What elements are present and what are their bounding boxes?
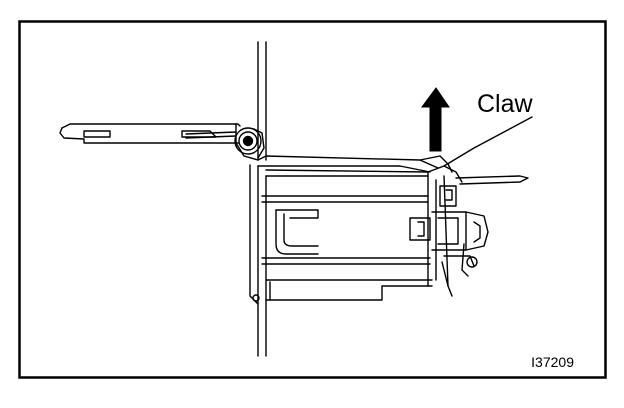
figure-frame — [18, 20, 607, 379]
claw-leader-line — [443, 116, 533, 167]
claw-clip — [409, 155, 529, 297]
claw-label: Claw — [477, 90, 534, 118]
housing-body — [249, 155, 439, 305]
upward-arrow-icon — [421, 87, 450, 152]
vertical-panel — [257, 41, 267, 357]
hinge-pin — [234, 127, 265, 159]
figure-id: I37209 — [531, 354, 574, 370]
hinged-lid — [59, 123, 259, 161]
u-slot — [275, 209, 319, 255]
